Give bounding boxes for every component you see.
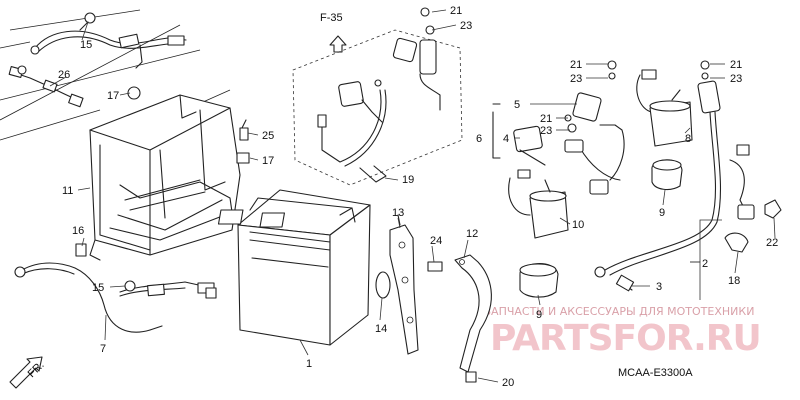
front-arrow-icon xyxy=(9,356,43,389)
callout-21c: 21 xyxy=(570,59,582,71)
battery xyxy=(217,189,371,346)
rubber-16 xyxy=(75,243,87,257)
callout-3: 3 xyxy=(656,281,662,293)
callout-23b: 23 xyxy=(540,125,552,137)
starter-relay-right xyxy=(519,60,710,298)
nut-22 xyxy=(764,199,782,219)
bolt-20 xyxy=(465,371,477,383)
battery-strap xyxy=(454,254,492,383)
callout-18: 18 xyxy=(728,275,740,287)
ref-label-f35: F-35 xyxy=(320,12,343,24)
callout-16: 16 xyxy=(72,225,84,237)
diagram-code: MCAA-E3300A xyxy=(618,367,693,379)
callout-21d: 21 xyxy=(730,59,742,71)
callout-19: 19 xyxy=(402,174,414,186)
direction-label: FR. xyxy=(26,359,47,380)
callout-23d: 23 xyxy=(730,73,742,85)
callout-17a: 17 xyxy=(107,90,119,102)
callout-21a: 21 xyxy=(450,5,462,17)
callout-14: 14 xyxy=(375,323,387,335)
ground-cable-lower xyxy=(14,262,217,333)
callout-17b: 17 xyxy=(262,155,274,167)
callout-21b: 21 xyxy=(540,113,552,125)
battery-bracket xyxy=(375,214,443,355)
bolt-15-upper xyxy=(84,12,96,24)
callout-1: 1 xyxy=(306,358,312,370)
clamp-18 xyxy=(724,232,749,253)
battery-pad-14 xyxy=(375,271,391,299)
watermark: ЗАПЧАСТИ И АКСЕССУАРЫ ДЛЯ МОТОТЕХНИКИ PA… xyxy=(484,305,762,359)
callout-20: 20 xyxy=(502,377,514,389)
callout-12: 12 xyxy=(466,228,478,240)
callout-22: 22 xyxy=(766,237,778,249)
callout-11: 11 xyxy=(62,185,73,197)
callout-9b: 9 xyxy=(536,309,542,321)
callout-15a: 15 xyxy=(80,39,92,51)
callout-8: 8 xyxy=(685,133,691,145)
battery-box xyxy=(75,86,250,261)
callout-24: 24 xyxy=(430,235,442,247)
up-arrow-icon xyxy=(329,35,347,53)
watermark-tagline: ЗАПЧАСТИ И АКСЕССУАРЫ ДЛЯ МОТОТЕХНИКИ xyxy=(484,305,754,318)
callout-2: 2 xyxy=(702,258,708,270)
watermark-logo: PARTSFOR.RU xyxy=(490,318,761,359)
bolt-24 xyxy=(427,261,443,272)
callout-10: 10 xyxy=(572,219,584,231)
callout-6: 6 xyxy=(476,133,482,145)
callout-7: 7 xyxy=(100,343,106,355)
callout-26: 26 xyxy=(58,69,70,81)
front-direction-indicator: FR. xyxy=(9,356,47,389)
callout-15b: 15 xyxy=(92,282,104,294)
callout-4: 4 xyxy=(503,133,509,145)
leader-lines xyxy=(49,9,776,383)
bolt-15-lower xyxy=(124,280,136,292)
callout-13: 13 xyxy=(392,207,404,219)
callout-labels: F-35 15 26 17 25 17 11 16 15 7 1 13 14 2… xyxy=(58,5,778,389)
ground-cable-upper xyxy=(30,12,187,69)
starter-relay-group xyxy=(492,92,625,239)
callout-23c: 23 xyxy=(570,73,582,85)
bolt-25 xyxy=(239,127,249,141)
callout-5: 5 xyxy=(514,99,520,111)
battery-cable-26 xyxy=(8,65,84,108)
callout-9a: 9 xyxy=(659,207,665,219)
nut-17-lower xyxy=(236,152,250,164)
callout-23a: 23 xyxy=(460,20,472,32)
cover-group xyxy=(292,7,463,186)
callout-25: 25 xyxy=(262,130,274,142)
